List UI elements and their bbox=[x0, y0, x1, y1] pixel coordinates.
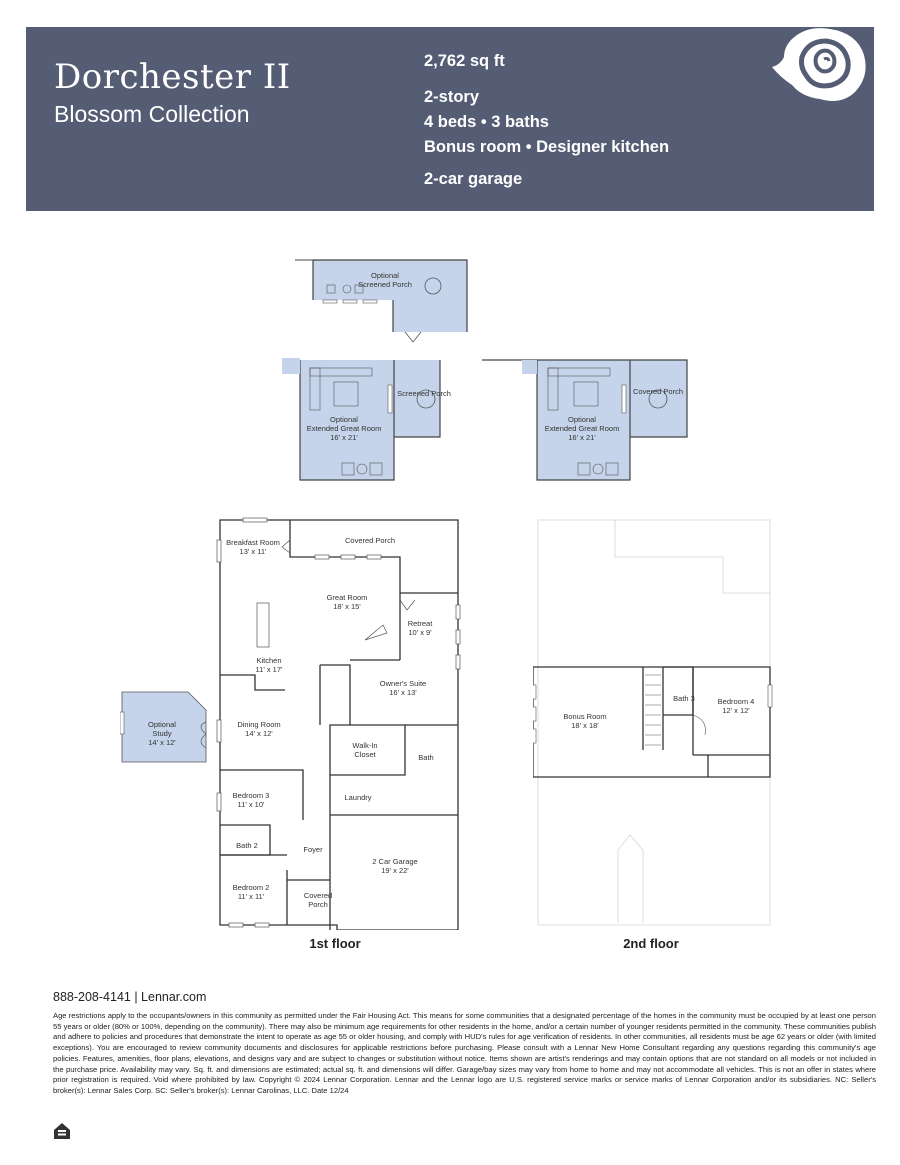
room-label: Laundry bbox=[344, 793, 372, 802]
spec-stories: 2-story bbox=[424, 88, 480, 106]
spec-features: Bonus room • Designer kitchen bbox=[424, 138, 670, 156]
legal-disclaimer: Age restrictions apply to the occupants/… bbox=[53, 1011, 876, 1095]
rose-icon bbox=[772, 28, 866, 107]
first-floor-label: 1st floor bbox=[309, 936, 361, 951]
contact-info: 888-208-4141 | Lennar.com bbox=[53, 990, 207, 1004]
collection-name: Blossom Collection bbox=[54, 101, 250, 127]
room-label: Bath 3 bbox=[673, 694, 695, 703]
second-floor-label: 2nd floor bbox=[623, 936, 679, 951]
room-label: Bath bbox=[418, 753, 434, 762]
room-label: Foyer bbox=[303, 845, 323, 854]
spec-sqft: 2,762 sq ft bbox=[424, 52, 505, 70]
model-name: Dorchester II bbox=[54, 57, 291, 97]
room-label: Bath 2 bbox=[236, 841, 258, 850]
room-label: Covered Porch bbox=[344, 536, 396, 545]
equal-housing-icon bbox=[54, 1123, 70, 1139]
header-banner: Dorchester II Blossom Collection 2,762 s… bbox=[26, 27, 874, 211]
spec-beds-baths: 4 beds • 3 baths bbox=[424, 113, 549, 131]
spec-garage: 2-car garage bbox=[424, 170, 523, 188]
room-label: Covered Porch bbox=[632, 387, 684, 396]
room-label: Screened Porch bbox=[397, 389, 451, 398]
